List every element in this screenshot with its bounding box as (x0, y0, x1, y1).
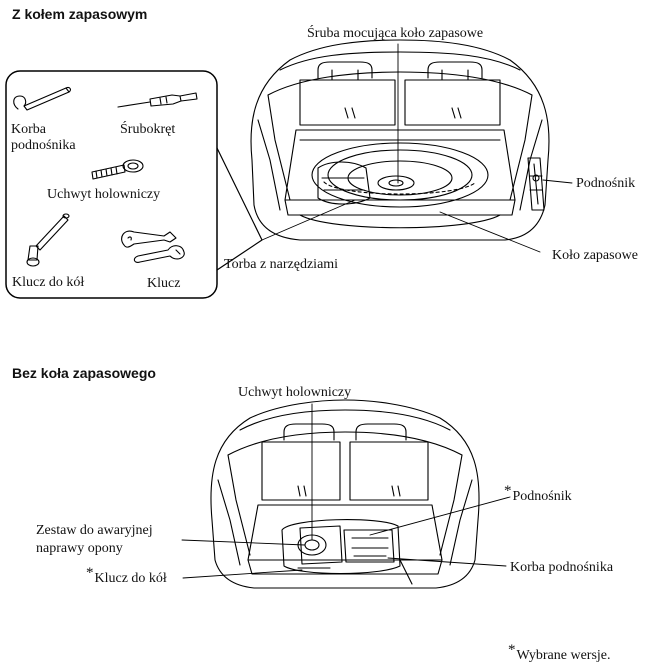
tool-bag (317, 161, 371, 205)
label-crank-line2: podnośnika (11, 138, 76, 153)
car-body-outline-2 (210, 399, 480, 589)
leader-lug-wrench-2 (182, 569, 303, 579)
label-wrench: Klucz (147, 276, 181, 291)
leader-tool-bag (261, 199, 356, 241)
spare-wheel-tire (311, 142, 489, 208)
footnote-marker: * (508, 642, 516, 658)
label-tow-hook: Uchwyt holowniczy (47, 187, 161, 202)
leader-spare-wheel (439, 211, 541, 253)
crank-icon (13, 86, 71, 111)
label-spare-wheel: Koło zapasowe (552, 248, 638, 263)
section-heading-without-spare: Bez koła zapasowego (12, 365, 156, 381)
label-lug-wrench-2-text: Klucz do kół (94, 571, 167, 586)
leader-repair-kit (181, 539, 306, 546)
leader-jack-2 (369, 496, 511, 536)
label-crank-line1: Korba (11, 122, 46, 137)
label-jack: Podnośnik (576, 176, 636, 191)
screwdriver-icon (117, 92, 198, 108)
car-body-outline (250, 39, 550, 241)
leader-jack (542, 179, 573, 184)
label-jack-2-text: Podnośnik (512, 489, 572, 504)
label-tool-bag: Torba z narzędziami (224, 257, 339, 272)
footnote: *Wybrane wersje. (508, 642, 611, 664)
footnote-text: Wybrane wersje. (516, 648, 611, 663)
label-repair-kit-line1: Zestaw do awaryjnej (36, 523, 153, 538)
label-tow-hook-2: Uchwyt holowniczy (238, 385, 352, 400)
leader-crank (387, 557, 507, 567)
label-jack-2: *Podnośnik (504, 483, 572, 505)
tow-hook-icon (91, 159, 144, 180)
optional-marker: * (86, 565, 94, 581)
jack (527, 157, 545, 211)
label-repair-kit-line2: naprawy opony (36, 541, 123, 556)
label-lug-wrench-2: *Klucz do kół (86, 565, 167, 587)
wrench-icon (121, 230, 185, 263)
label-spare-screw: Śruba mocująca koło zapasowe (307, 26, 484, 41)
lug-wrench-icon (26, 213, 70, 267)
optional-marker: * (504, 483, 512, 499)
section-heading-with-spare: Z kołem zapasowym (12, 6, 148, 22)
tools-panel-frame (5, 70, 218, 299)
label-lug-wrench: Klucz do kół (12, 275, 85, 290)
label-screwdriver: Śrubokręt (120, 122, 176, 137)
label-crank-2: Korba podnośnika (510, 560, 614, 575)
